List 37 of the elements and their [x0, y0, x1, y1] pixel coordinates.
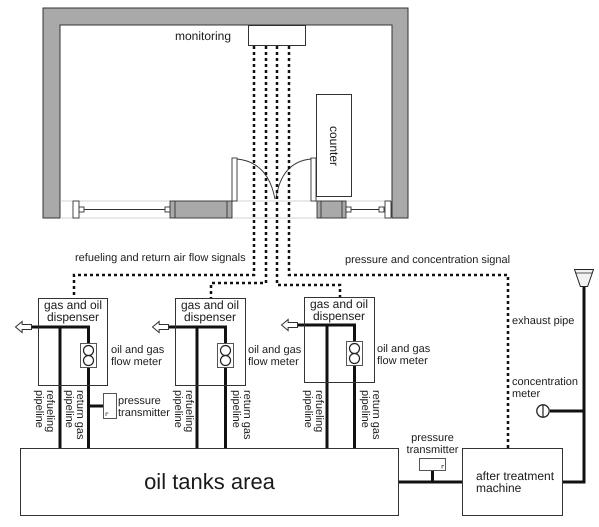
- dashed-signal-line: [276, 46, 342, 297]
- node-label: gas and oil dispenser: [180, 299, 240, 323]
- node-label: after treatment machine: [476, 470, 556, 494]
- tank-area-box: [20, 448, 399, 516]
- pipe: [582, 287, 586, 411]
- pipe: [224, 368, 227, 448]
- pipe: [550, 410, 584, 412]
- pipe: [432, 480, 462, 484]
- pipe-label: return gas pipeline: [230, 390, 252, 442]
- machine-box: [462, 448, 563, 516]
- node-label: gas and oil dispenser: [309, 298, 369, 322]
- edge-label: exhaust pipe: [512, 315, 574, 327]
- pipe: [399, 480, 432, 484]
- node-label: oil and gas flow meter: [111, 344, 166, 368]
- node-label: pressure transmitter: [406, 432, 460, 456]
- node-label: concentration meter: [512, 376, 579, 400]
- dashed-signal-line: [288, 46, 510, 448]
- pipe: [431, 471, 434, 482]
- pipe-label: refueling pipeline: [33, 390, 55, 434]
- pipe-label: refueling pipeline: [172, 390, 194, 434]
- pipe-label: refueling pipeline: [302, 390, 324, 434]
- node-label: pressure transmitter: [118, 395, 171, 419]
- dashed-signal-line: [210, 46, 268, 298]
- pipe: [353, 366, 356, 448]
- dashed-signal-line: [72, 46, 256, 298]
- node-label: gas and oil dispenser: [43, 299, 103, 323]
- node-label: oil tanks area: [144, 470, 275, 494]
- node-label: monitoring: [174, 30, 231, 42]
- node-label: oil and gas flow meter: [248, 344, 302, 368]
- pipe: [87, 368, 90, 406]
- pipe-label: return gas pipeline: [359, 390, 381, 442]
- signal-label: pressure and concentration signal: [345, 254, 510, 266]
- pipe: [563, 411, 586, 484]
- node-label: oil and gas flow meter: [377, 343, 432, 367]
- signal-label: refueling and return air flow signals: [75, 252, 246, 264]
- counter-box: [316, 94, 352, 197]
- rotated-label: counter: [328, 125, 340, 166]
